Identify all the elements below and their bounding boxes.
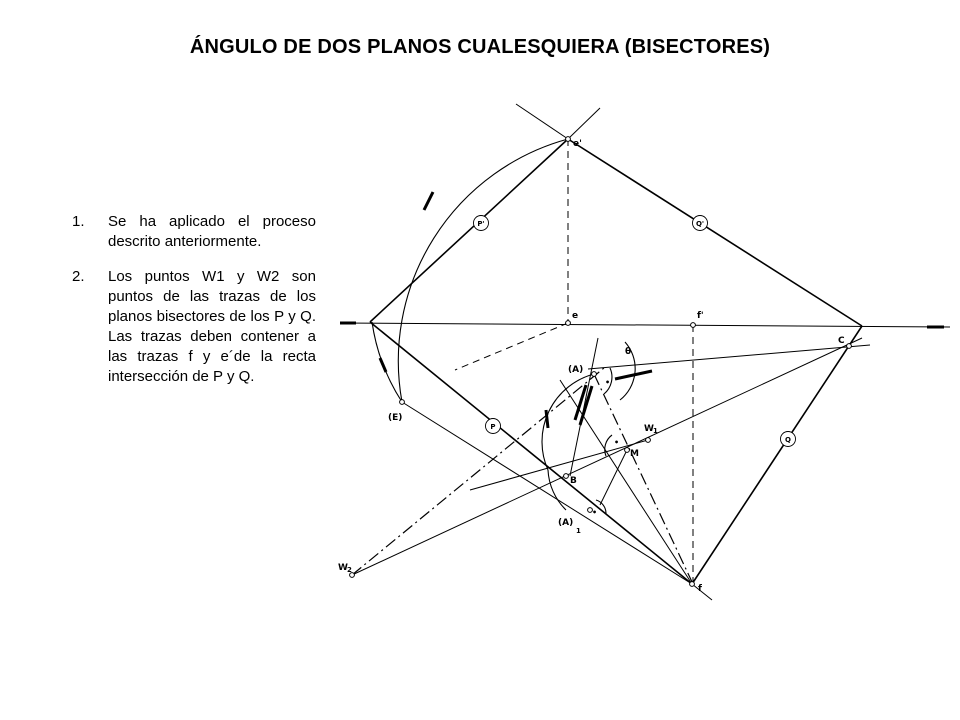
step-text: Los puntos W1 y W2 son puntos de las tra…: [108, 268, 316, 385]
rotation-arc-lower: [371, 321, 403, 403]
point-e: [565, 320, 571, 326]
point-w2: [349, 572, 355, 578]
label-f-prime: f': [697, 311, 704, 321]
label-e-rot: (E): [388, 413, 402, 423]
angle-arc-m: [604, 434, 613, 457]
label-b: B: [570, 476, 577, 486]
bubble-q: [780, 431, 796, 447]
angle-dot-m: •: [614, 438, 619, 447]
rotation-arc-b: [547, 469, 567, 511]
label-w2-sub: 2: [347, 566, 352, 574]
label-e-prime: e': [573, 139, 582, 149]
arc-mark: [422, 191, 435, 211]
trace-q-prime-extension: [515, 103, 569, 140]
line-b-w1: [469, 439, 649, 491]
b-mark: [544, 409, 550, 429]
trace-p-extension: [691, 583, 713, 601]
point-f-prime: [690, 322, 696, 328]
a-mark: [573, 384, 588, 421]
list-item: 1. Se ha aplicado el proceso descrito an…: [72, 212, 316, 252]
arc-mark-lower: [378, 357, 388, 373]
label-m: M: [630, 449, 639, 459]
bisector-line-m-f: [593, 373, 694, 585]
point-a: [591, 371, 597, 377]
steps-list: 1. Se ha aplicado el proceso descrito an…: [72, 212, 316, 402]
bisector-trace-w2: [351, 337, 863, 576]
projection-e-rot: [454, 322, 569, 371]
label-w1-sub: 1: [653, 427, 658, 435]
angle-arc-a1: [595, 499, 607, 515]
step-text: Se ha aplicado el proceso descrito anter…: [108, 213, 316, 250]
trace-q-prime: [567, 138, 863, 327]
point-a1: [587, 507, 593, 513]
line-a-f: [559, 379, 693, 585]
label-e: e: [572, 311, 578, 321]
line-e-f: [401, 401, 693, 585]
label-a1: (A): [558, 518, 573, 528]
point-f: [689, 581, 695, 587]
label-a1-sub: 1: [576, 527, 581, 535]
point-w1: [645, 437, 651, 443]
angle-arc-theta-outer: [619, 341, 636, 401]
point-e-rot: [399, 399, 405, 405]
line-m-a1: [599, 449, 628, 506]
step-number: 2.: [72, 268, 85, 285]
label-p: P: [490, 423, 495, 431]
label-w2: W: [338, 563, 348, 573]
label-theta: θ: [625, 347, 631, 357]
ground-line: [339, 322, 951, 328]
label-w1: W: [644, 424, 654, 434]
point-c: [846, 343, 852, 349]
trace-p-prime: [369, 138, 569, 323]
page-title: ÁNGULO DE DOS PLANOS CUALESQUIERA (BISEC…: [189, 36, 771, 58]
bubble-p-prime: [473, 215, 489, 231]
bubble-q-prime: [692, 215, 708, 231]
angle-dot-theta: •: [605, 378, 610, 387]
label-c: C: [838, 336, 845, 346]
a-mark-2: [578, 385, 594, 426]
angle-dot-a1: •: [592, 508, 597, 517]
bubble-p: [485, 418, 501, 434]
point-e-prime: [565, 136, 571, 142]
trace-q: [691, 325, 863, 585]
trace-p-prime-extension: [567, 107, 601, 140]
label-q: Q: [785, 436, 791, 444]
label-a: (A): [568, 365, 583, 375]
point-b: [563, 473, 569, 479]
angle-arc-theta: [603, 367, 613, 395]
list-item: 2. Los puntos W1 y W2 son puntos de las …: [72, 267, 316, 387]
label-q-prime: Q': [696, 220, 704, 228]
label-p-prime: P': [477, 220, 484, 228]
rotation-arc-a: [541, 373, 595, 471]
point-m: [624, 447, 630, 453]
theta-mark: [614, 369, 653, 381]
trace-p: [369, 321, 693, 585]
rotation-arc-e: [397, 138, 569, 403]
step-number: 1.: [72, 213, 85, 230]
label-f: f: [698, 584, 702, 594]
bisector-trace-dashdot: [351, 367, 605, 576]
